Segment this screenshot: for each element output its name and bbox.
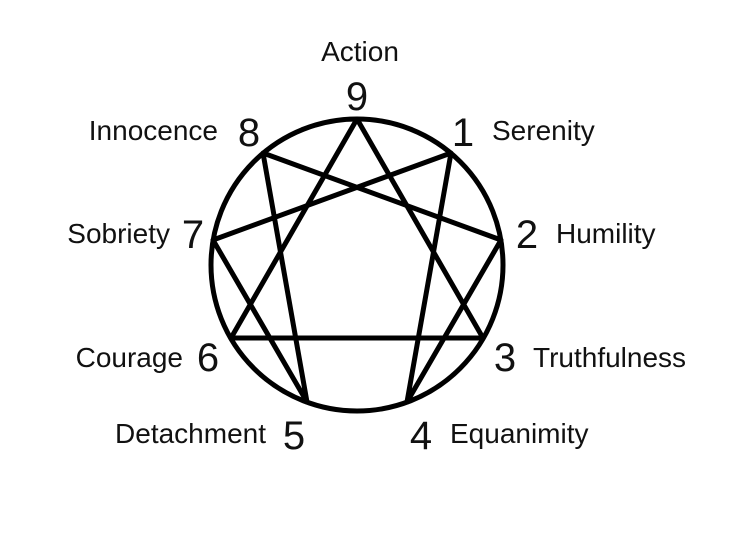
point-label-detachment: Detachment: [115, 418, 266, 449]
point-number-5: 5: [283, 414, 305, 458]
point-label-humility: Humility: [556, 218, 656, 249]
enneagram-circle: [208, 116, 506, 414]
point-number-9: 9: [346, 75, 368, 119]
point-number-1: 1: [452, 111, 474, 155]
point-label-courage: Courage: [76, 342, 183, 373]
point-label-serenity: Serenity: [492, 115, 595, 146]
point-number-4: 4: [410, 414, 432, 458]
point-label-sobriety: Sobriety: [67, 218, 170, 249]
point-label-equanimity: Equanimity: [450, 418, 589, 449]
point-number-7: 7: [182, 213, 204, 257]
point-number-8: 8: [238, 111, 260, 155]
point-number-6: 6: [197, 336, 219, 380]
point-label-innocence: Innocence: [89, 115, 218, 146]
point-number-2: 2: [516, 213, 538, 257]
enneagram-lines: [210, 116, 504, 405]
hexad-1-4-2-8-5-7: [210, 150, 504, 405]
triangle-9-3-6: [228, 116, 486, 341]
point-number-3: 3: [494, 336, 516, 380]
point-label-truthfulness: Truthfulness: [533, 342, 686, 373]
point-label-action: Action: [321, 36, 399, 67]
